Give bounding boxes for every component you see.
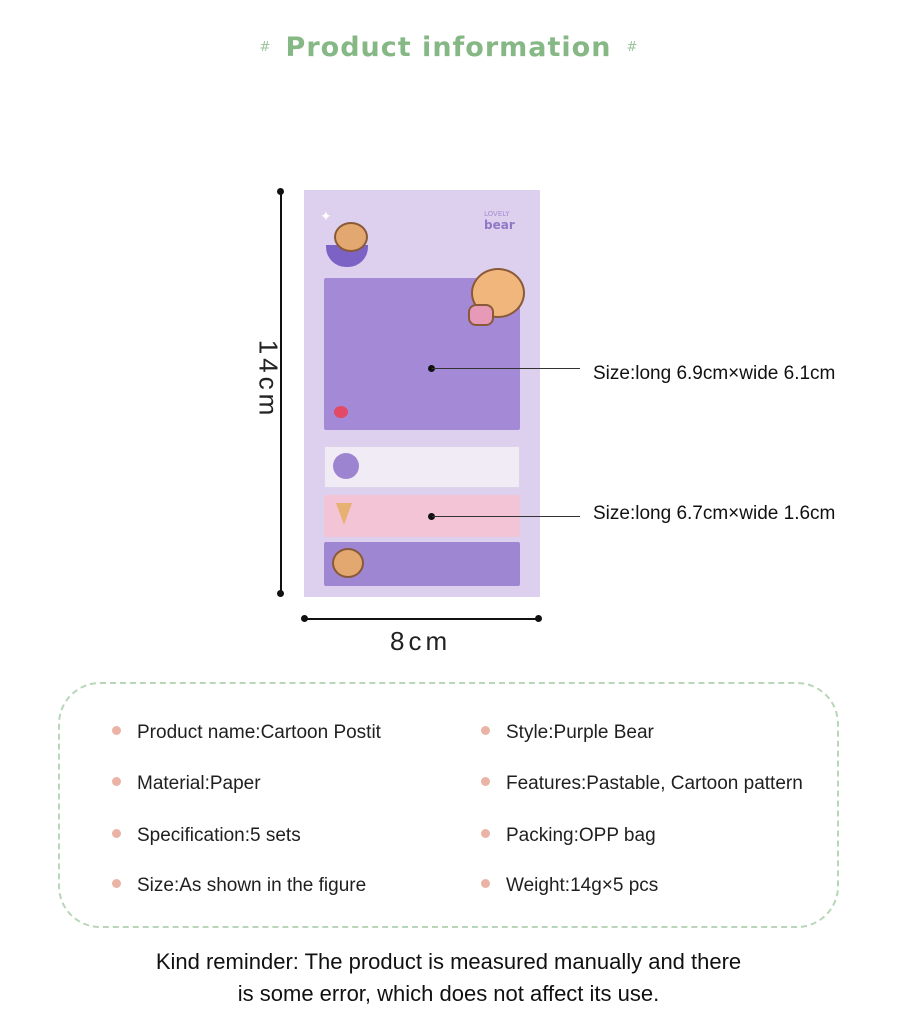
strip-size-pointer-dot	[428, 513, 435, 520]
height-line-top-dot	[277, 188, 284, 195]
info-item-specification: Specification:5 sets	[112, 825, 301, 847]
bear-macaron-icon	[471, 268, 525, 318]
white-strip-note	[324, 446, 520, 488]
height-label: 14cm	[253, 339, 284, 420]
purple-bear-icon	[333, 453, 359, 479]
bullet-icon	[481, 829, 490, 839]
bear-strip-icon	[332, 548, 364, 578]
bullet-icon	[112, 726, 121, 736]
bear-cup-icon	[334, 222, 368, 252]
bullet-icon	[481, 879, 490, 889]
strip-size-leader-line	[432, 516, 580, 517]
title-row: # Product information #	[0, 32, 897, 63]
sparkle-icon: ✦	[320, 208, 332, 224]
large-size-label: Size:long 6.9cm×wide 6.1cm	[593, 363, 836, 384]
bullet-icon	[481, 726, 490, 736]
ice-cream-icon	[336, 503, 352, 525]
info-item-size: Size:As shown in the figure	[112, 875, 366, 897]
info-box	[58, 682, 839, 928]
height-line-bottom-dot	[277, 590, 284, 597]
info-item-packing: Packing:OPP bag	[481, 825, 656, 847]
bullet-icon	[112, 777, 121, 787]
height-dimension-line	[280, 192, 282, 594]
info-item-material: Material:Paper	[112, 773, 261, 795]
width-line-left-dot	[301, 615, 308, 622]
large-size-leader-line	[432, 368, 580, 369]
reminder-line-2: is some error, which does not affect its…	[237, 981, 660, 1006]
kind-reminder: Kind reminder: The product is measured m…	[0, 946, 897, 1010]
bullet-icon	[481, 777, 490, 787]
info-item-weight: Weight:14g×5 pcs	[481, 875, 658, 897]
info-item-features: Features:Pastable, Cartoon pattern	[481, 773, 803, 795]
brand-small-text: LOVELY	[484, 210, 510, 218]
width-dimension-line	[304, 618, 540, 620]
info-item-style: Style:Purple Bear	[481, 722, 654, 744]
macaron-icon	[468, 304, 494, 326]
strip-size-label: Size:long 6.7cm×wide 1.6cm	[593, 503, 836, 524]
title-hash-right: #	[626, 40, 638, 55]
width-label: 8cm	[390, 626, 452, 656]
page-title: Product information	[285, 32, 612, 63]
reminder-line-1: Kind reminder: The product is measured m…	[155, 949, 742, 974]
width-line-right-dot	[535, 615, 542, 622]
info-item-product-name: Product name:Cartoon Postit	[112, 722, 381, 744]
purple-strip-note	[324, 542, 520, 586]
cherry-icon	[334, 406, 348, 418]
product-card: ✦ LOVELY bear	[304, 190, 540, 597]
title-hash-left: #	[259, 40, 271, 55]
bullet-icon	[112, 829, 121, 839]
brand-text: bear	[484, 218, 515, 232]
large-size-pointer-dot	[428, 365, 435, 372]
bullet-icon	[112, 879, 121, 889]
